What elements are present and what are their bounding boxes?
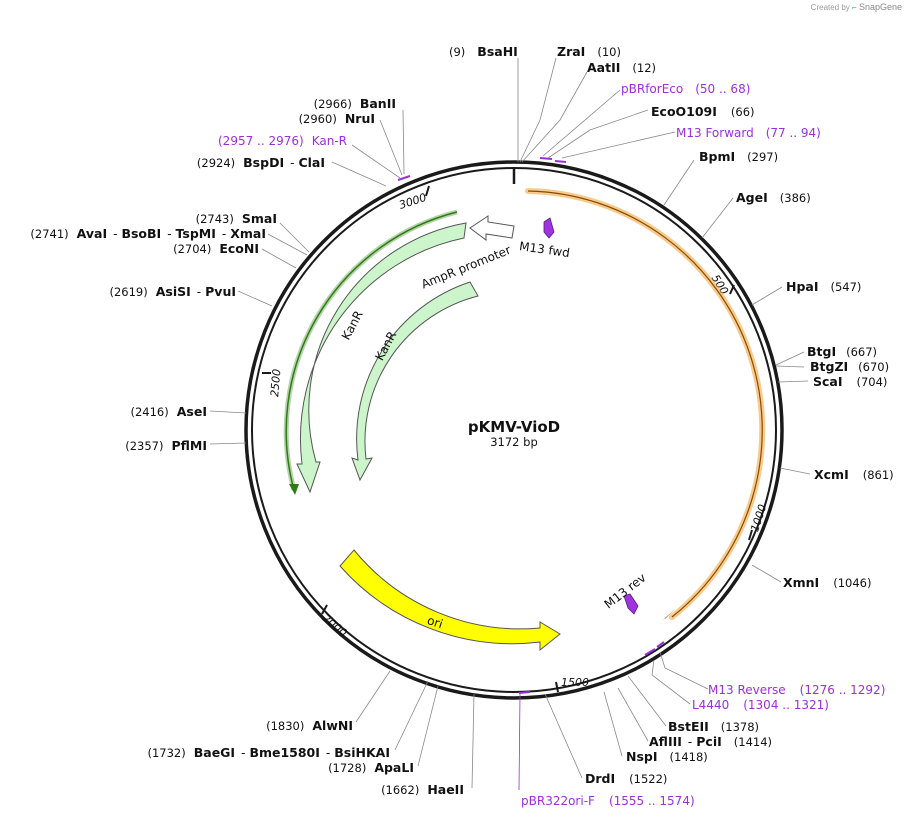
site-scai: ScaI(704) [813,374,887,389]
site-asei: (2416)AseI [131,404,208,419]
site-bsahi: (9)BsaHI [449,44,518,59]
site-bpmi: BpmI(297) [699,149,778,164]
site-btgi: BtgI(667) [807,344,877,359]
plasmid-size: 3172 bp [490,435,538,449]
primer-m13-forward: M13 Forward(77 .. 94) [676,126,821,140]
primer-pbrforeco: pBRforEco(50 .. 68) [621,82,750,96]
plasmid-name: pKMV-VioD [468,418,560,436]
tick-2500: 2500 [268,368,283,397]
site-asisi-pvui: (2619)AsiSI-PvuI [109,284,236,299]
tick-1500: 1500 [561,676,589,689]
site-xcmi: XcmI(861) [814,467,894,482]
site-btgzi: BtgZI(670) [810,359,889,374]
site-avai-group: (2741)AvaI-BsoBI-TspMI-XmaI [30,226,266,241]
kanr-inner-arrow [351,281,479,482]
site-ecoo109i: EcoO109I(66) [651,104,755,119]
tick-marks [262,185,753,693]
tick-2000: 2000 [320,612,350,640]
primer-kan-r: (2957 .. 2976)Kan-R [218,134,347,148]
site-alwni: (1830)AlwNI [266,718,353,733]
credit-text: Created by [810,3,850,12]
site-pflmi: (2357)PflMI [125,438,207,453]
site-banii: (2966)BanII [314,96,396,111]
site-nspi: NspI(1418) [626,749,708,764]
primer-pbr322ori-f: pBR322ori-F(1555 .. 1574) [521,794,695,808]
credit: Created by ⌐ SnapGene [811,2,902,12]
site-drdi: DrdI(1522) [585,771,667,786]
site-afliii-pcii: AflIII-PciI(1414) [649,734,772,749]
green-feature-arrowhead [289,484,299,495]
orange-feature-arrowhead [663,608,676,620]
m13-rev-label: M13 rev [602,571,649,612]
snapgene-logo-icon: ⌐ [852,3,857,12]
primer-l4440: L4440(1304 .. 1321) [692,698,829,712]
m13-fwd-arrow [543,217,555,239]
primer-marks [397,157,665,694]
site-smai: (2743)SmaI [196,211,277,226]
site-econi: (2704)EcoNI [173,241,259,256]
backbone-outer [244,160,784,700]
m13-rev-arrow [623,593,639,615]
ori-arrow [339,549,561,652]
site-bspdi-clai: (2924)BspDI-ClaI [197,155,325,170]
site-zrai: ZraI(10) [557,44,621,59]
site-aatii: AatII(12) [587,60,656,75]
m13-fwd-label: M13 fwd [518,239,570,260]
site-agei: AgeI(386) [736,190,811,205]
orange-feature-line [527,190,763,618]
site-baegi-group: (1732)BaeGI-Bme1580I-BsiHKAI [147,745,390,760]
primer-m13-reverse: M13 Reverse(1276 .. 1292) [708,683,885,697]
ampr-promoter-arrow [469,215,515,241]
credit-brand: SnapGene [858,2,902,12]
green-feature-line [285,211,458,491]
site-hpai: HpaI(547) [786,279,861,294]
leader-lines [209,57,811,791]
site-apali: (1728)ApaLI [328,760,414,775]
site-bsteii: BstEII(1378) [668,719,759,734]
ori-label: ori [425,613,444,631]
site-haeii: (1662)HaeII [381,782,464,797]
kanr-outer-arrow [296,222,467,494]
site-xmni: XmnI(1046) [783,575,871,590]
site-nrui: (2960)NruI [299,111,375,126]
